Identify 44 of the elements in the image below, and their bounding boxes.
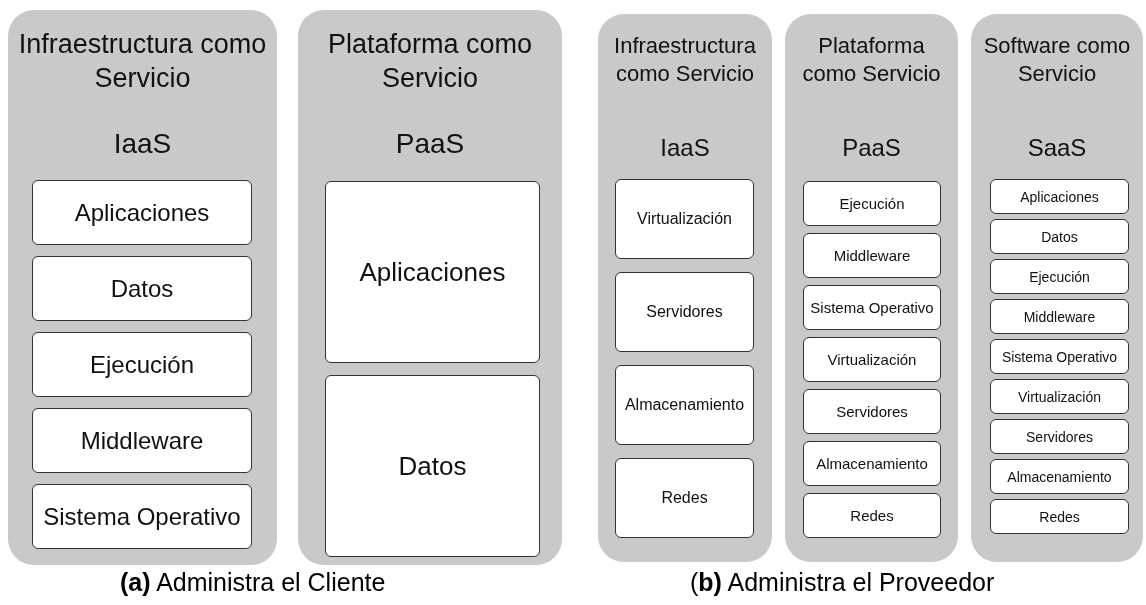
layer-box: Virtualización [990,379,1129,414]
layer-box: Servidores [990,419,1129,454]
panel-acronym: IaaS [659,134,711,162]
layer-box: Redes [803,493,941,538]
layer-box: Servidores [803,389,941,434]
layer-box: Servidores [615,272,754,352]
service-panel [298,10,562,565]
figure-caption: (a) Administra el Cliente [120,568,386,597]
layer-box: Sistema Operativo [990,339,1129,374]
layer-box: Virtualización [615,179,754,259]
layer-box: Sistema Operativo [803,285,941,330]
figure-caption: (b) Administra el Proveedor [690,568,995,597]
layer-box: Almacenamiento [803,441,941,486]
layer-box: Middleware [990,299,1129,334]
panel-title: Infraestructura como Servicio [613,32,757,87]
layer-box: Middleware [803,233,941,278]
panel-acronym: PaaS [394,128,466,160]
layer-box: Aplicaciones [325,181,540,363]
service-panel [785,14,958,562]
layer-box: Virtualización [803,337,941,382]
service-panel [8,10,277,565]
layer-box: Aplicaciones [990,179,1129,214]
layer-box: Ejecución [32,332,252,397]
layer-box: Ejecución [990,259,1129,294]
layer-box: Redes [990,499,1129,534]
layer-box: Aplicaciones [32,180,252,245]
service-panel [971,14,1143,562]
layer-box: Sistema Operativo [32,484,252,549]
layer-box: Datos [325,375,540,557]
layer-box: Datos [990,219,1129,254]
layer-box: Almacenamiento [615,365,754,445]
layer-box: Almacenamiento [990,459,1129,494]
panel-title: Plataforma como Servicio [801,32,942,87]
layer-box: Datos [32,256,252,321]
panel-acronym: SaaS [1026,134,1088,162]
panel-title: Software como Servicio [982,32,1132,87]
panel-title: Plataforma como Servicio [326,28,534,95]
layer-box: Redes [615,458,754,538]
panel-acronym: IaaS [112,128,173,160]
layer-box: Ejecución [803,181,941,226]
layer-box: Middleware [32,408,252,473]
panel-acronym: PaaS [841,134,902,162]
panel-title: Infraestructura como Servicio [17,28,268,95]
service-panel [598,14,772,562]
